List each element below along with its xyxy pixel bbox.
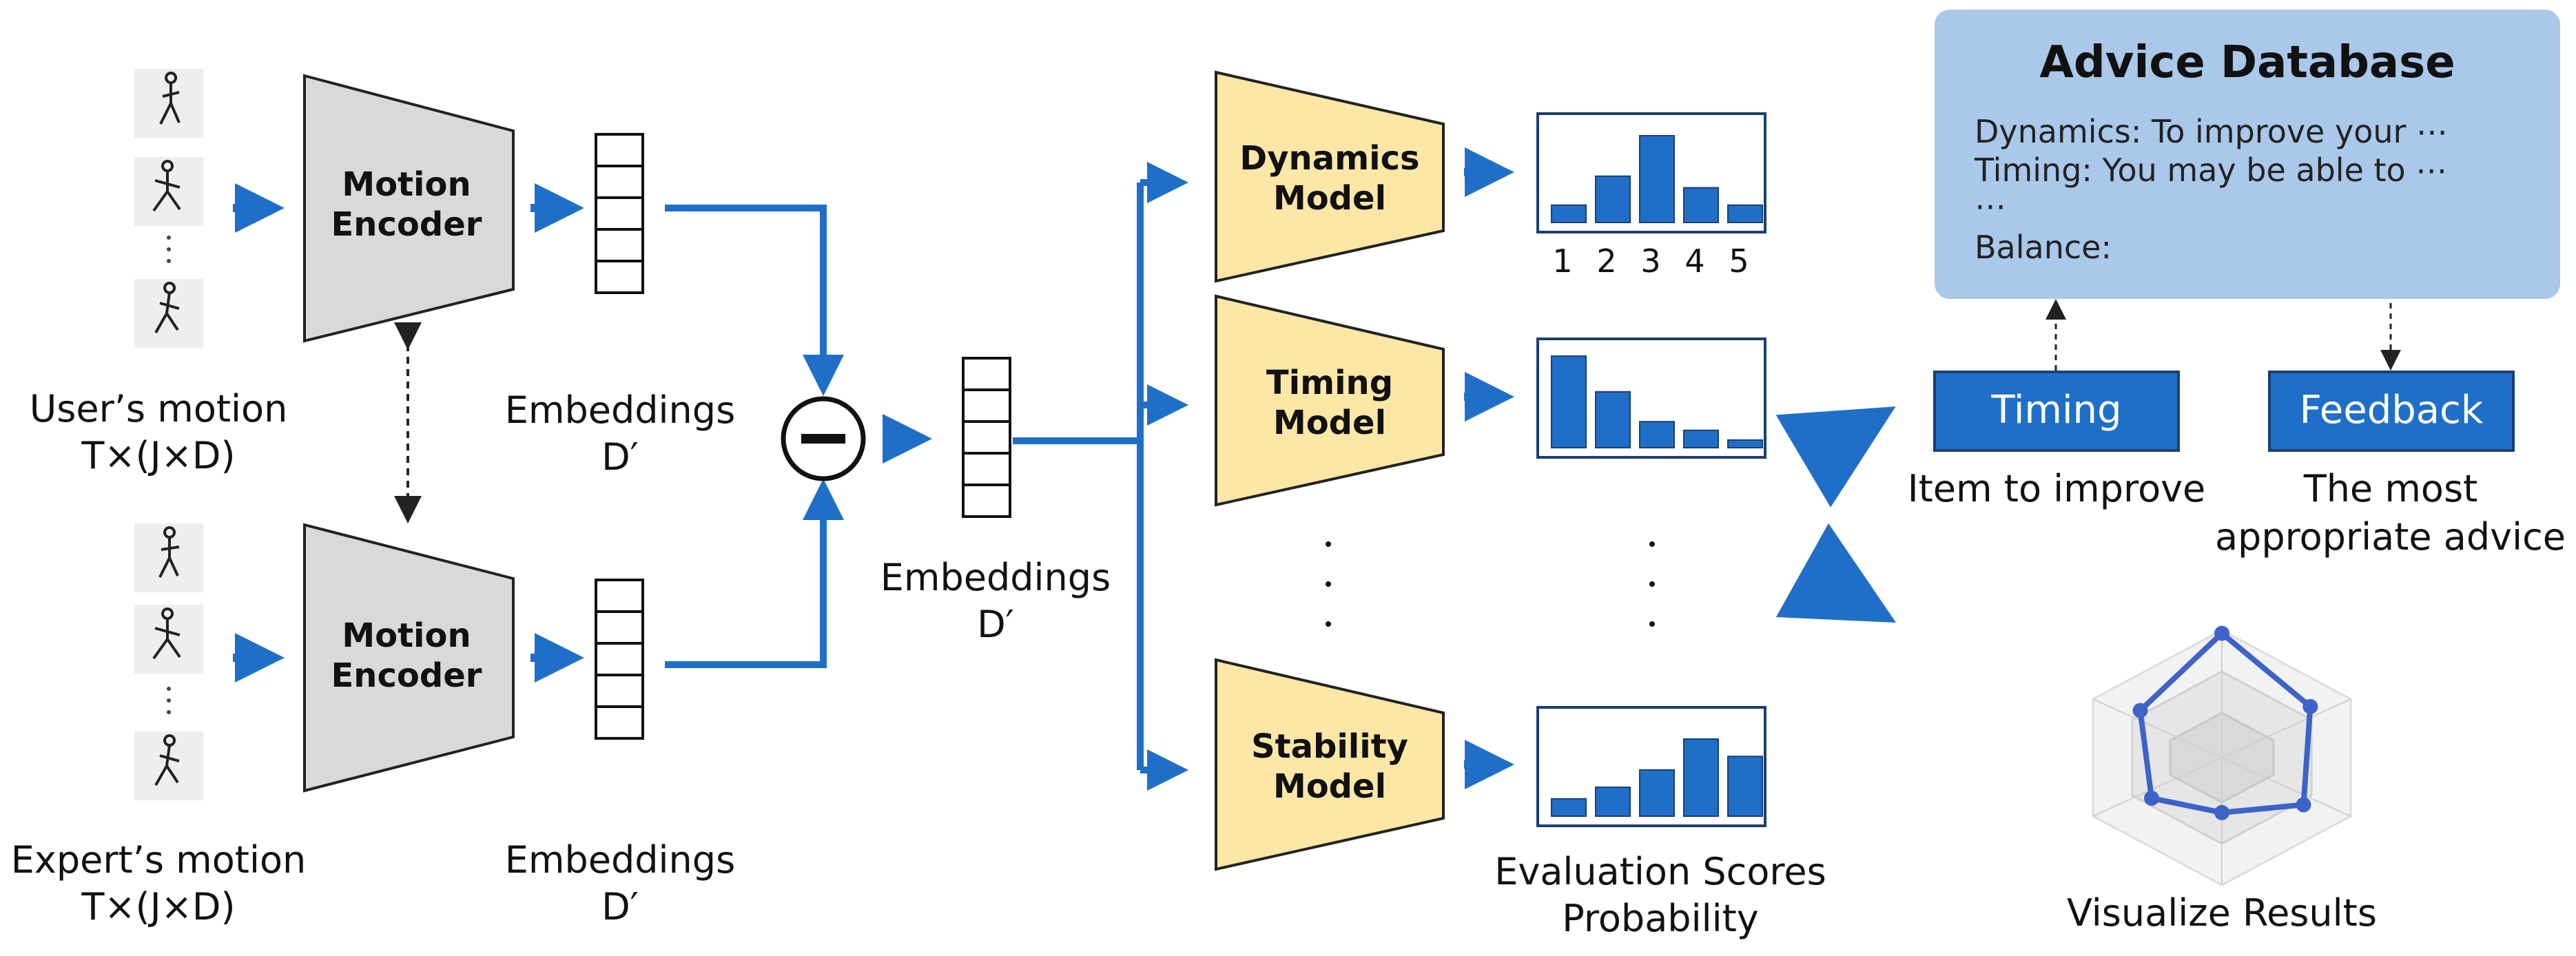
embedding-stack-diff — [962, 357, 1011, 518]
feedback-box: Feedback — [2268, 371, 2515, 452]
histogram-bars-timing — [1551, 355, 1763, 449]
motion-frame-thumbnail — [134, 69, 203, 138]
histogram-bar — [1551, 204, 1587, 223]
motion-frame-thumbnail — [134, 279, 203, 348]
motion-encoder-top — [303, 74, 515, 343]
expert-motion-frames — [134, 523, 203, 800]
subtract-node — [781, 396, 866, 481]
arrow-top-embedding-to-subtract — [665, 205, 844, 396]
timing-model-label-line1: Timing — [1266, 364, 1394, 402]
histogram-bar — [1727, 756, 1763, 817]
radar-point — [2143, 790, 2159, 806]
radar-point — [2302, 698, 2318, 714]
radar-chart — [2092, 625, 2352, 886]
histogram-bars-dynamics — [1551, 135, 1763, 224]
embedding-stack-top — [595, 133, 644, 294]
embeddings-top-label: Embeddings — [504, 388, 736, 432]
motion-frame-thumbnail — [134, 523, 203, 592]
histogram-bars-stability — [1551, 738, 1763, 818]
radar-axes — [2092, 630, 2351, 885]
histograms-ellipsis — [1649, 541, 1655, 627]
score-tick: 2 — [1596, 242, 1617, 280]
feedback-caption-line1: The most — [2303, 467, 2478, 510]
evaluation-label-line2: Probability — [1562, 897, 1759, 940]
dynamics-model-label-line2: Model — [1272, 179, 1387, 218]
embedding-stack-bottom — [595, 579, 644, 740]
expert-motion-label: Expert’s motion — [10, 838, 307, 882]
score-tick: 3 — [1640, 242, 1661, 280]
visualize-results-caption: Visualize Results — [2067, 891, 2377, 935]
embeddings-bottom-label: Embeddings — [504, 838, 736, 882]
histogram-bar — [1639, 769, 1675, 818]
advice-database-title: Advice Database — [2039, 37, 2455, 88]
histogram-bar — [1595, 787, 1631, 817]
stability-model-label-line1: Stability — [1251, 727, 1408, 766]
radar-point — [2296, 797, 2311, 813]
arrow-to-visualize — [1775, 523, 1897, 623]
advice-line-balance: Balance: — [1975, 229, 2112, 266]
user-motion-shape: T×(J×D) — [81, 434, 236, 477]
motion-encoder-bottom — [303, 523, 515, 793]
histogram-bar — [1683, 187, 1719, 224]
user-motion-frames — [134, 69, 203, 348]
motion-frame-thumbnail — [134, 157, 203, 226]
histogram-bar — [1727, 204, 1763, 223]
encoder-top-label-line1: Motion — [342, 165, 471, 204]
branch-to-models — [1013, 162, 1188, 791]
radar-point — [2214, 804, 2229, 820]
radar-series-points — [2132, 625, 2318, 820]
dynamics-model-label-line1: Dynamics — [1239, 139, 1420, 178]
advice-database: Advice Database Dynamics: To improve you… — [1935, 10, 2560, 299]
stability-model-label-line2: Model — [1272, 767, 1387, 806]
embeddings-bottom-dim: D′ — [601, 885, 639, 928]
ellipsis-dots — [167, 687, 171, 714]
stability-model — [1215, 658, 1445, 871]
timing-model-label-line2: Model — [1272, 404, 1387, 442]
embeddings-diff-dim: D′ — [977, 603, 1014, 646]
ellipsis-dots — [167, 236, 171, 263]
advice-line-dynamics: Dynamics: To improve your ⋯ — [1975, 113, 2449, 150]
models-ellipsis — [1326, 541, 1331, 627]
histogram-bar — [1639, 421, 1675, 449]
embeddings-diff-label: Embeddings — [880, 556, 1111, 599]
motion-frame-thumbnail — [134, 605, 203, 674]
encoder-bottom-label-line2: Encoder — [331, 656, 482, 695]
arrow-bottom-embedding-to-subtract — [665, 479, 844, 668]
score-tick: 1 — [1552, 242, 1573, 280]
histogram-bar — [1551, 355, 1587, 448]
radar-point — [2132, 703, 2148, 718]
radar-point — [2214, 625, 2229, 641]
histogram-bar — [1727, 439, 1763, 448]
expert-motion-shape: T×(J×D) — [81, 885, 236, 928]
motion-frame-thumbnail — [134, 731, 203, 800]
item-to-improve-caption: Item to improve — [1907, 467, 2206, 510]
encoder-top-label-line2: Encoder — [331, 205, 482, 244]
advice-line-timing: Timing: You may be able to ⋯ — [1975, 152, 2448, 189]
score-tick: 5 — [1729, 242, 1749, 280]
histogram-bar — [1595, 391, 1631, 448]
advice-line-ellipsis: ⋯ — [1975, 187, 2006, 225]
timing-model — [1215, 294, 1445, 507]
arrow-to-advice — [1775, 406, 1896, 508]
encoder-bottom-label-line1: Motion — [342, 616, 471, 655]
embeddings-top-dim: D′ — [601, 435, 639, 479]
feedback-caption-line2: appropriate advice — [2214, 515, 2566, 559]
histogram-bar — [1683, 429, 1719, 448]
histogram-bar — [1551, 798, 1587, 818]
dynamics-model — [1215, 70, 1445, 283]
user-motion-label: User’s motion — [29, 387, 288, 430]
timing-item-box: Timing — [1933, 371, 2180, 452]
score-tick: 4 — [1684, 242, 1705, 280]
histogram-bar — [1595, 175, 1631, 223]
histogram-bar — [1639, 135, 1675, 223]
evaluation-label-line1: Evaluation Scores — [1494, 850, 1826, 893]
histogram-bar — [1683, 738, 1719, 817]
